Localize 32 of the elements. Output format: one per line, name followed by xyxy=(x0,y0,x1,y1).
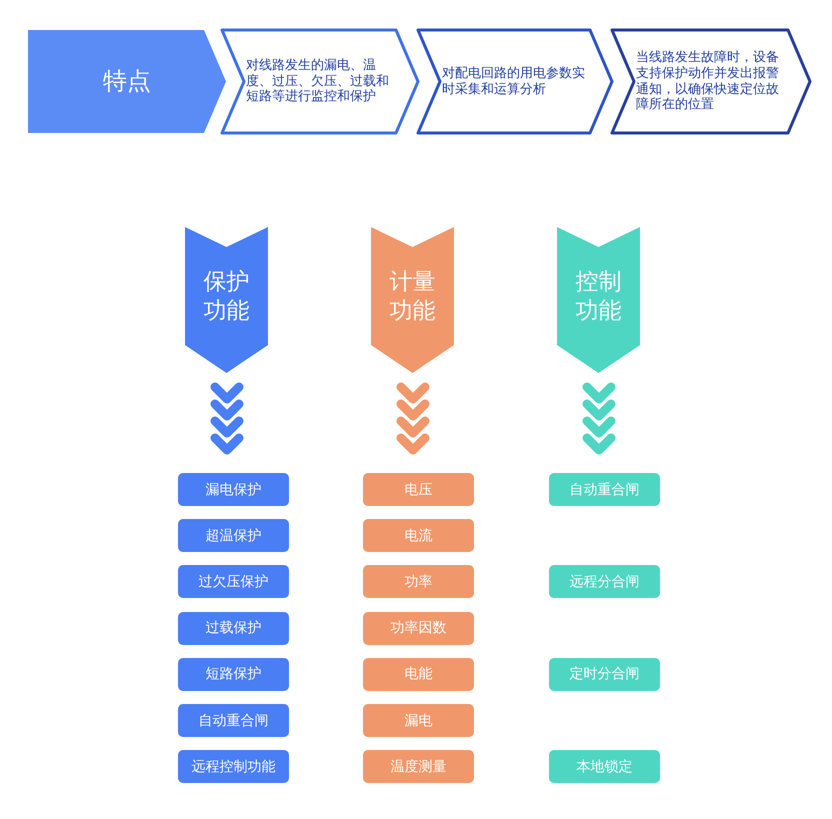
feature-pill: 漏电 xyxy=(363,704,474,737)
feature-pill: 功率因数 xyxy=(363,612,474,645)
banner-text: 对线路发生的漏电、温度、过压、欠压、过载和短路等进行监控和保护 xyxy=(245,58,390,105)
banner-text: 当线路发生故障时，设备支持保护动作并发出报警通知，以确保快速定位故障所在的位置 xyxy=(635,50,780,113)
feature-pill: 远程控制功能 xyxy=(178,750,289,784)
feature-pill: 自动重合闸 xyxy=(549,473,660,506)
header-text: 计量功能 xyxy=(390,268,436,326)
chevron-banner xyxy=(28,30,226,133)
feature-pill: 电压 xyxy=(363,473,474,506)
feature-pill: 短路保护 xyxy=(178,658,289,691)
feature-pill: 过欠压保护 xyxy=(178,565,289,598)
chevron-banner xyxy=(222,30,418,133)
banner-text: 特点 xyxy=(103,67,151,96)
feature-pill: 超温保护 xyxy=(178,519,289,552)
feature-pill: 本地锁定 xyxy=(549,750,660,784)
feature-pill: 过载保护 xyxy=(178,612,289,645)
chevron-banner xyxy=(418,30,612,133)
chevron-banner xyxy=(612,30,810,133)
feature-pill: 漏电保护 xyxy=(178,473,289,506)
header-text: 保护功能 xyxy=(204,268,250,326)
feature-pill: 电能 xyxy=(363,658,474,691)
feature-pill: 定时分合闸 xyxy=(549,658,660,691)
chevron-header xyxy=(557,227,640,373)
chevron-header xyxy=(371,227,454,373)
feature-pill: 电流 xyxy=(363,519,474,552)
feature-pill: 远程分合闸 xyxy=(549,565,660,598)
header-text: 控制功能 xyxy=(576,268,622,326)
chevron-header xyxy=(185,227,268,373)
feature-pill: 自动重合闸 xyxy=(178,704,289,737)
banner-text: 对配电回路的用电参数实时采集和运算分析 xyxy=(441,66,586,98)
feature-pill: 功率 xyxy=(363,565,474,598)
feature-pill: 温度测量 xyxy=(363,750,474,784)
